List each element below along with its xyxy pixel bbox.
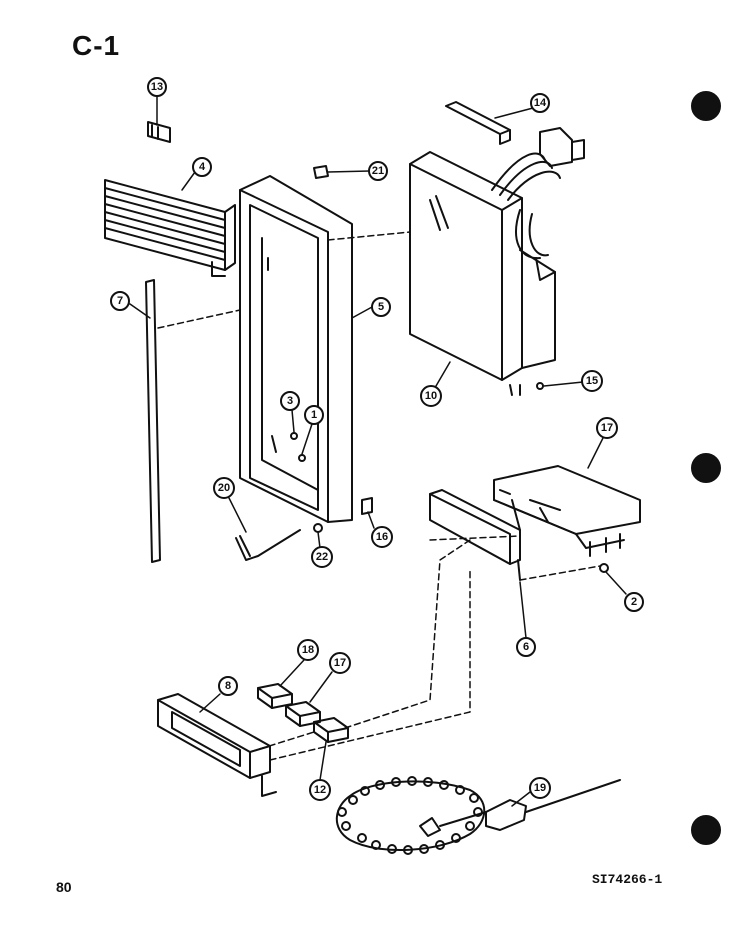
callout-14 [530,93,550,113]
section-label: C-1 [72,30,121,61]
callout-16-label: 16 [376,531,388,543]
callout-10 [420,385,442,407]
part-6-rod [517,559,521,581]
callout-22-label: 22 [316,551,328,563]
part-17-block [285,701,321,727]
callout-21 [368,161,388,181]
part-12-block [313,717,349,743]
callout-8 [218,676,238,696]
part-8-escutcheon [157,693,277,797]
callout-15 [581,370,603,392]
callout-6 [516,637,536,657]
callout-18-label: 18 [302,644,314,656]
callout-4-label: 4 [199,161,206,173]
callout-12 [309,779,331,801]
assembly-lines [157,231,601,761]
binder-hole [691,815,721,845]
part-2-screw [599,563,609,573]
callout-10-label: 10 [425,390,437,402]
callout-1-label: 1 [311,409,317,421]
binder-hole [691,91,721,121]
callout-18 [297,639,319,661]
callout-2 [624,592,644,612]
part-20-key [235,529,301,561]
callout-4 [192,157,212,177]
page-number: 80 [56,879,72,895]
callout-2-label: 2 [631,596,637,608]
callout-22 [311,546,333,568]
callout-6-label: 6 [523,641,529,653]
part-10-control-box [409,151,556,396]
drawing-code: SI74266-1 [592,872,663,887]
callout-17-lower-label: 17 [334,657,346,669]
part-3-screw [290,432,298,440]
callout-5 [371,297,391,317]
callout-17-lower [329,652,351,674]
binder-hole [691,453,721,483]
callout-13 [147,77,167,97]
callout-12-label: 12 [314,784,326,796]
part-14-bracket [445,101,585,260]
part-7-strip [145,279,161,563]
part-1-screw [298,454,306,462]
part-22-screw [313,523,323,533]
callout-16 [371,526,393,548]
callout-7-label: 7 [117,295,123,307]
part-13-clip [147,121,171,143]
callout-13-label: 13 [151,81,163,93]
callout-17-label-text: 17 [601,422,613,434]
part-19-probe [335,776,621,855]
callout-5-label: 5 [378,301,384,313]
part-5-panel-frame [239,175,353,523]
part-18-block [257,683,293,709]
part-16-clip [361,497,373,515]
callout-8-label: 8 [225,680,231,692]
part-17-plate [429,465,641,565]
part-21-fastener [313,165,329,179]
callout-20-label: 20 [218,482,230,494]
callout-21-label: 21 [372,165,384,177]
callout-3-label: 3 [287,395,293,407]
callout-19-label: 19 [534,782,546,794]
leader-lines [129,95,627,807]
callout-3 [280,391,300,411]
part-15-screw [536,382,544,390]
callout-17 [596,417,618,439]
callout-19 [529,777,551,799]
part-4-grille [104,179,236,277]
callout-15-label: 15 [586,375,598,387]
callout-7 [110,291,130,311]
callout-1 [304,405,324,425]
callout-14-label: 14 [534,97,547,109]
callout-20 [213,477,235,499]
